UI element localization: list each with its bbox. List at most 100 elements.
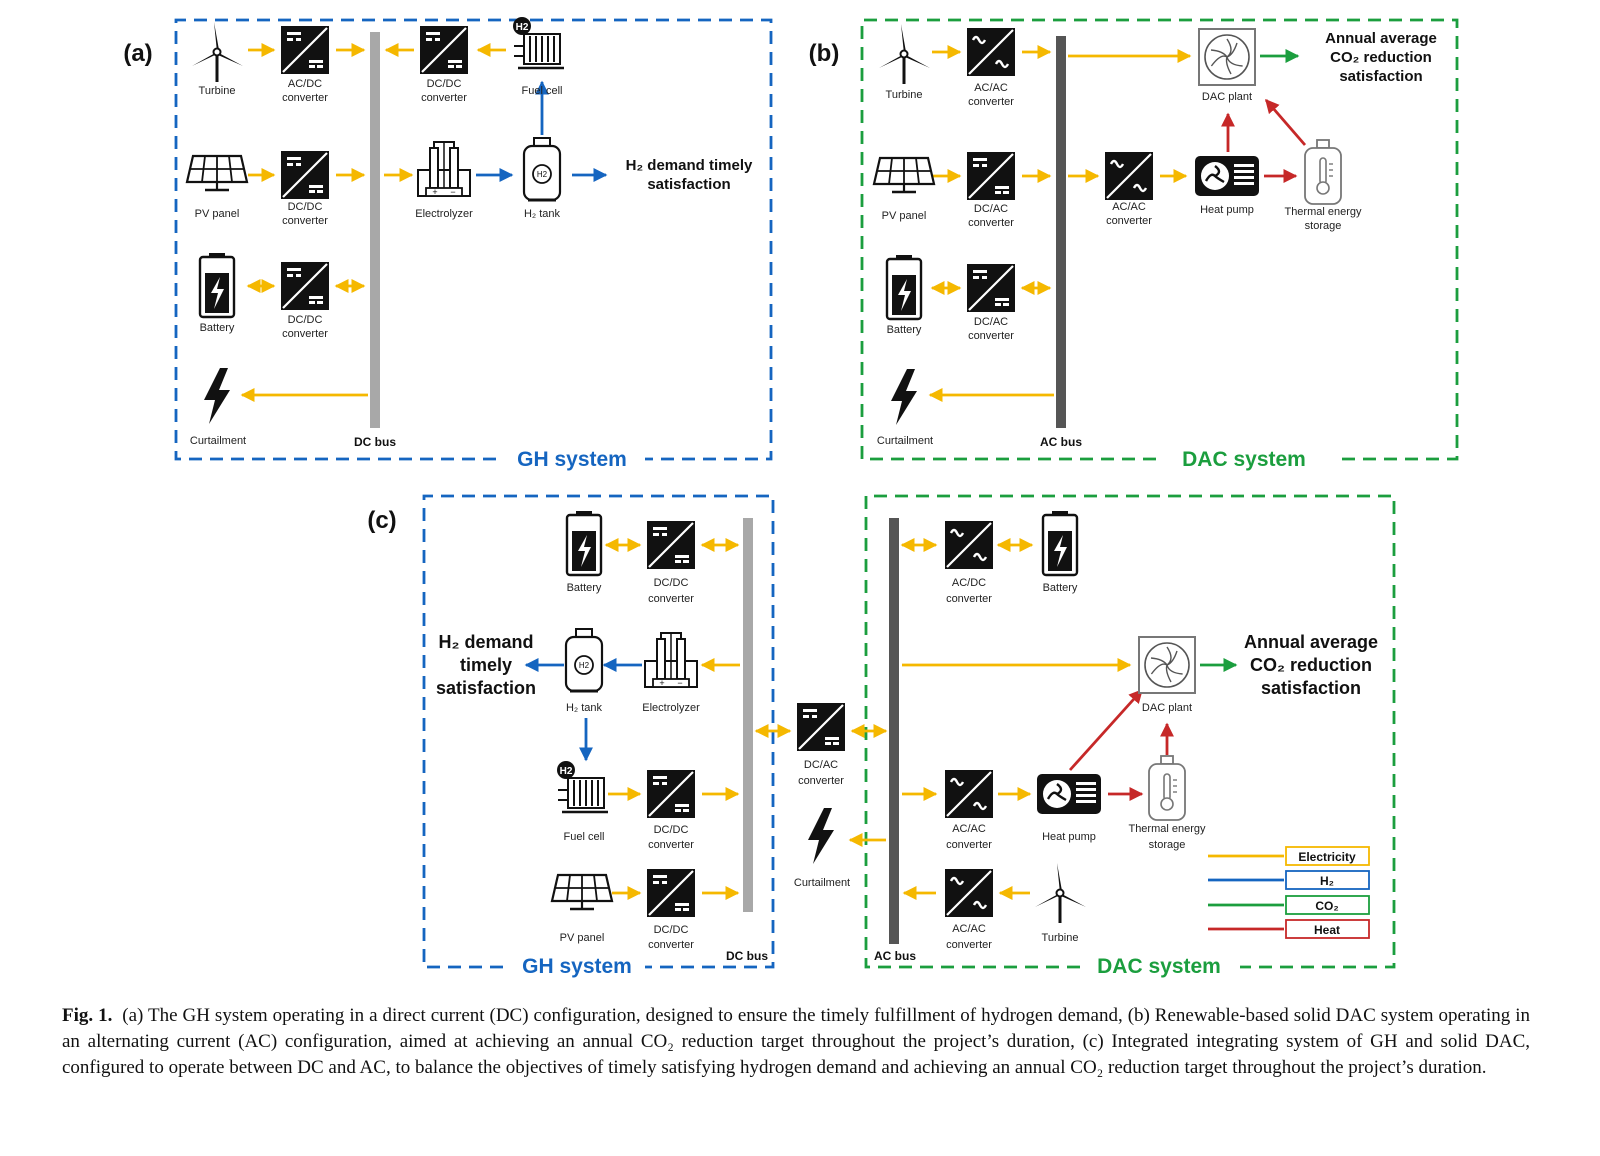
converter-icon [645,867,697,919]
conv-pv-b-l2: converter [968,217,1014,229]
conv-fc-a-l2: converter [421,92,467,104]
panel-c-gh-border [422,494,775,969]
converter-icon [795,701,847,753]
pv-label-b: PV panel [882,210,927,222]
legend-box-electricity [1285,846,1370,866]
conv-hp-b-l2: converter [1106,215,1152,227]
heat-pump-icon [1035,772,1103,816]
turbine-icon [190,20,245,84]
curtailment-label-c: Curtailment [794,877,850,889]
flow-tes-dac-b [1264,98,1307,146]
conv-fc-c-l2: converter [648,839,694,851]
curtailment-label-b: Curtailment [877,435,933,447]
conv-bat-a-l2: converter [282,328,328,340]
conv-hp-c-l2: converter [946,839,992,851]
conv-turbine-c-l1: AC/AC [952,923,986,935]
panel-c-gh-title: GH system [522,955,632,978]
conv-link-c-l1: DC/AC [804,759,838,771]
caption-label: Fig. 1. [62,1005,113,1026]
thermal-storage-icon [1304,139,1342,205]
ac-bus-c-label: AC bus [874,949,916,963]
ac-bus-b-label: AC bus [1040,435,1082,449]
curtailment-icon [891,369,917,425]
electrolyzer-icon [417,141,471,198]
co2-goal-b-l2: CO₂ reduction [1330,49,1432,66]
h2-goal-c-l2: timely [460,655,512,675]
fuel-cell-icon [555,759,610,814]
dc-bus-a [370,32,380,428]
curtailment-label-a: Curtailment [190,435,246,447]
panel-a-title: GH system [517,448,627,471]
converter-icon [418,24,470,76]
conv-turbine-a-l2: converter [282,92,328,104]
conv-bat-b-l1: DC/AC [974,316,1008,328]
curtailment-icon [204,368,230,424]
converter-icon [943,519,995,571]
panel-b-title: DAC system [1182,448,1306,471]
converter-icon [279,24,331,76]
battery-icon [565,509,603,577]
h2-goal-a-l2: satisfaction [647,176,730,193]
h2-goal-a-l1: H₂ demand timely [626,157,753,174]
flow-hp-dac-c [1068,688,1144,771]
conv-pv-c-l2: converter [648,939,694,951]
legend-box-co2 [1285,895,1370,915]
dc-bus-a-label: DC bus [354,435,396,449]
converter-icon [279,149,331,201]
fuel-cell-icon [511,15,566,70]
ac-bus-c [889,518,899,944]
pv-panel-icon [185,154,249,192]
legend-label-co2: CO₂ [1315,899,1338,913]
converter-icon [645,519,697,571]
battery-label-a: Battery [200,322,235,334]
conv-link-c-l2: converter [798,775,844,787]
panel-a-border [174,18,773,461]
battery-dac-label-c: Battery [1043,582,1078,594]
electrolyzer-label-a: Electrolyzer [415,208,473,220]
conv-pv-b-l1: DC/AC [974,203,1008,215]
figure-1-diagram: H2 + − H2 [123,15,1459,978]
battery-icon [198,251,236,319]
heat-pump-label-c: Heat pump [1042,831,1096,843]
converter-icon [645,768,697,820]
dc-bus-c [743,518,753,912]
conv-pv-a-l2: converter [282,215,328,227]
legend-box-heat [1285,919,1370,939]
pv-panel-icon [550,873,614,911]
conv-turbine-b-l2: converter [968,96,1014,108]
caption-text: (a) The GH system operating in a direct … [62,1005,1531,1078]
legend-label-heat: Heat [1314,923,1340,937]
turbine-label-c: Turbine [1042,932,1079,944]
tes-label-c-l1: Thermal energy [1128,823,1206,835]
turbine-icon [877,22,932,86]
conv-bat-dac-c-l2: converter [946,593,992,605]
tes-label-b-l1: Thermal energy [1284,206,1362,218]
converter-icon [965,26,1017,78]
panel-b-label: (b) [809,40,840,67]
h2-goal-c-l3: satisfaction [436,678,536,698]
panel-c: (c) GH system DAC system DC bus AC bus [367,494,1396,978]
thermal-storage-icon [1148,755,1186,821]
panel-c-dac-border [864,494,1396,969]
legend-label-electricity: Electricity [1298,850,1356,864]
ac-bus-b [1056,36,1066,428]
conv-bat-gh-c-l1: DC/DC [654,577,689,589]
curtailment-icon [808,808,834,864]
fuel-cell-label-c: Fuel cell [564,831,605,843]
dac-plant-label-c: DAC plant [1142,702,1192,714]
heat-pump-icon [1193,154,1261,198]
electrolyzer-icon [644,632,698,689]
pv-label-a: PV panel [195,208,240,220]
conv-pv-c-l1: DC/DC [654,924,689,936]
conv-turbine-b-l1: AC/AC [974,82,1008,94]
panel-b: (b) DAC system AC bus Turbine AC/AC conv… [809,18,1459,471]
h2-tank-icon [522,136,562,202]
conv-fc-a-l1: DC/DC [427,78,462,90]
co2-goal-b-l3: satisfaction [1339,68,1422,85]
figure-caption: Fig. 1. (a) The GH system operating in a… [62,1003,1530,1081]
legend: Electricity H₂ CO₂ Heat [1208,846,1370,939]
conv-turbine-c-l2: converter [946,939,992,951]
turbine-label-a: Turbine [199,85,236,97]
panel-b-border [860,18,1459,461]
conv-bat-dac-c-l1: AC/DC [952,577,986,589]
